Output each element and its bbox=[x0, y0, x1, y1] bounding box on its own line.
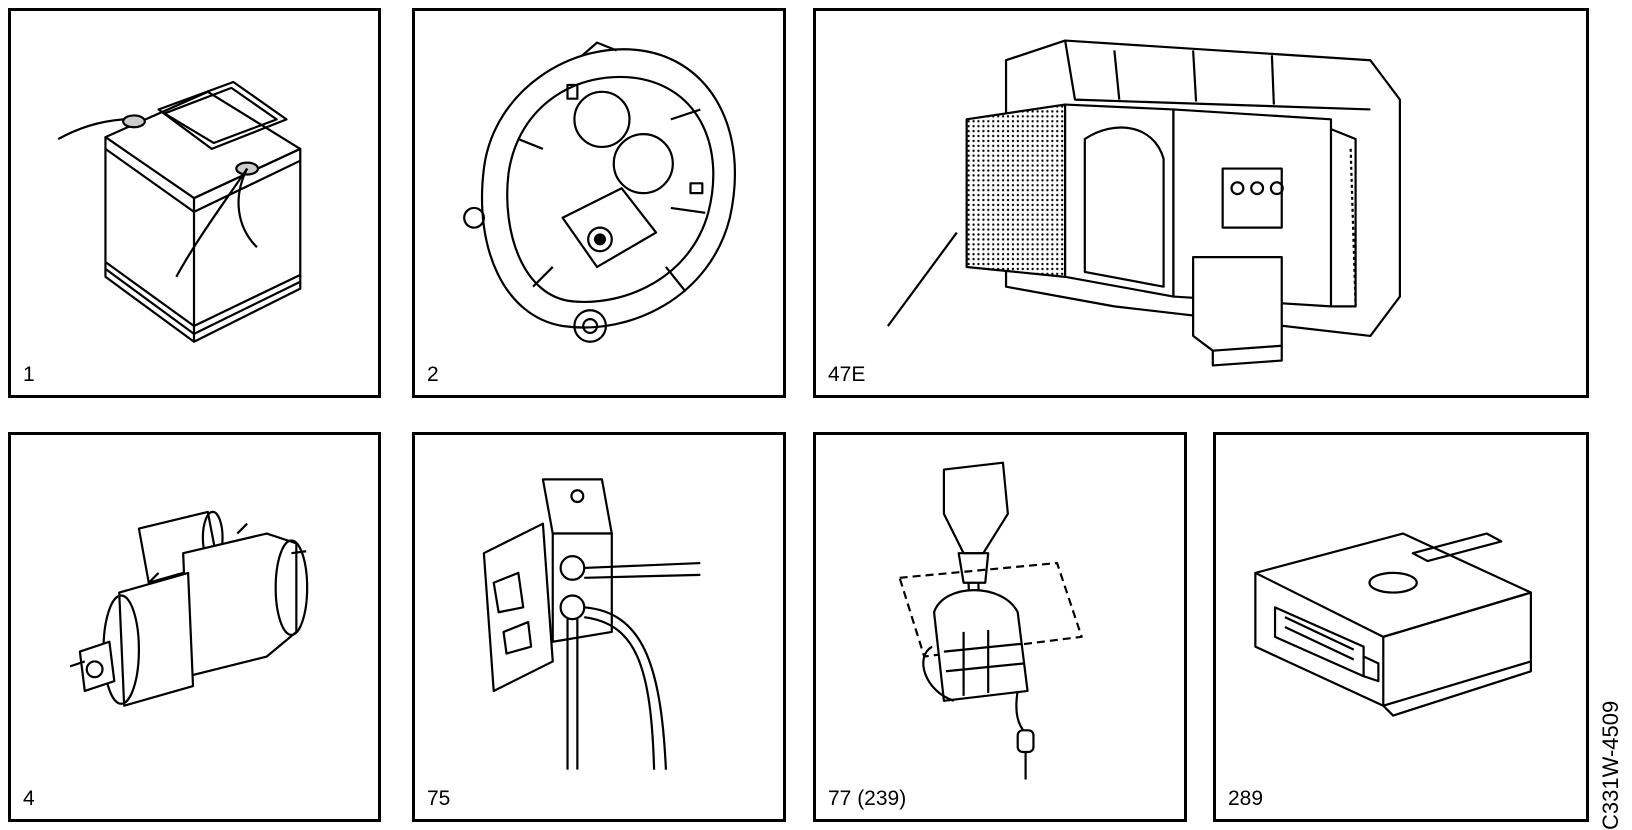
reference-code: C331W-4509 bbox=[1598, 700, 1623, 830]
panel-label-starter-motor: 4 bbox=[23, 787, 35, 810]
panel-battery: 1 bbox=[8, 8, 381, 398]
panel-control-unit: 289 bbox=[1213, 432, 1589, 822]
panel-gear-selector: 77 (239) bbox=[813, 432, 1187, 822]
instrument-cluster-icon bbox=[816, 11, 1586, 395]
panel-label-battery: 1 bbox=[23, 363, 35, 386]
alternator-icon bbox=[415, 11, 783, 395]
panel-label-control-unit: 289 bbox=[1228, 787, 1264, 810]
panel-alternator: 2 bbox=[412, 8, 786, 398]
panel-terminal-connector: 75 bbox=[412, 432, 786, 822]
terminal-connector-icon bbox=[415, 435, 783, 819]
battery-icon bbox=[11, 11, 378, 395]
panel-starter-motor: 4 bbox=[8, 432, 381, 822]
panel-label-alternator: 2 bbox=[427, 363, 439, 386]
control-unit-icon bbox=[1216, 435, 1586, 819]
panel-instrument-cluster: 47E bbox=[813, 8, 1589, 398]
panel-label-terminal-connector: 75 bbox=[427, 787, 451, 810]
panel-label-gear-selector: 77 (239) bbox=[828, 787, 907, 810]
starter-motor-icon bbox=[11, 435, 378, 819]
gear-selector-icon bbox=[816, 435, 1184, 819]
panel-label-instrument-cluster: 47E bbox=[828, 363, 866, 386]
